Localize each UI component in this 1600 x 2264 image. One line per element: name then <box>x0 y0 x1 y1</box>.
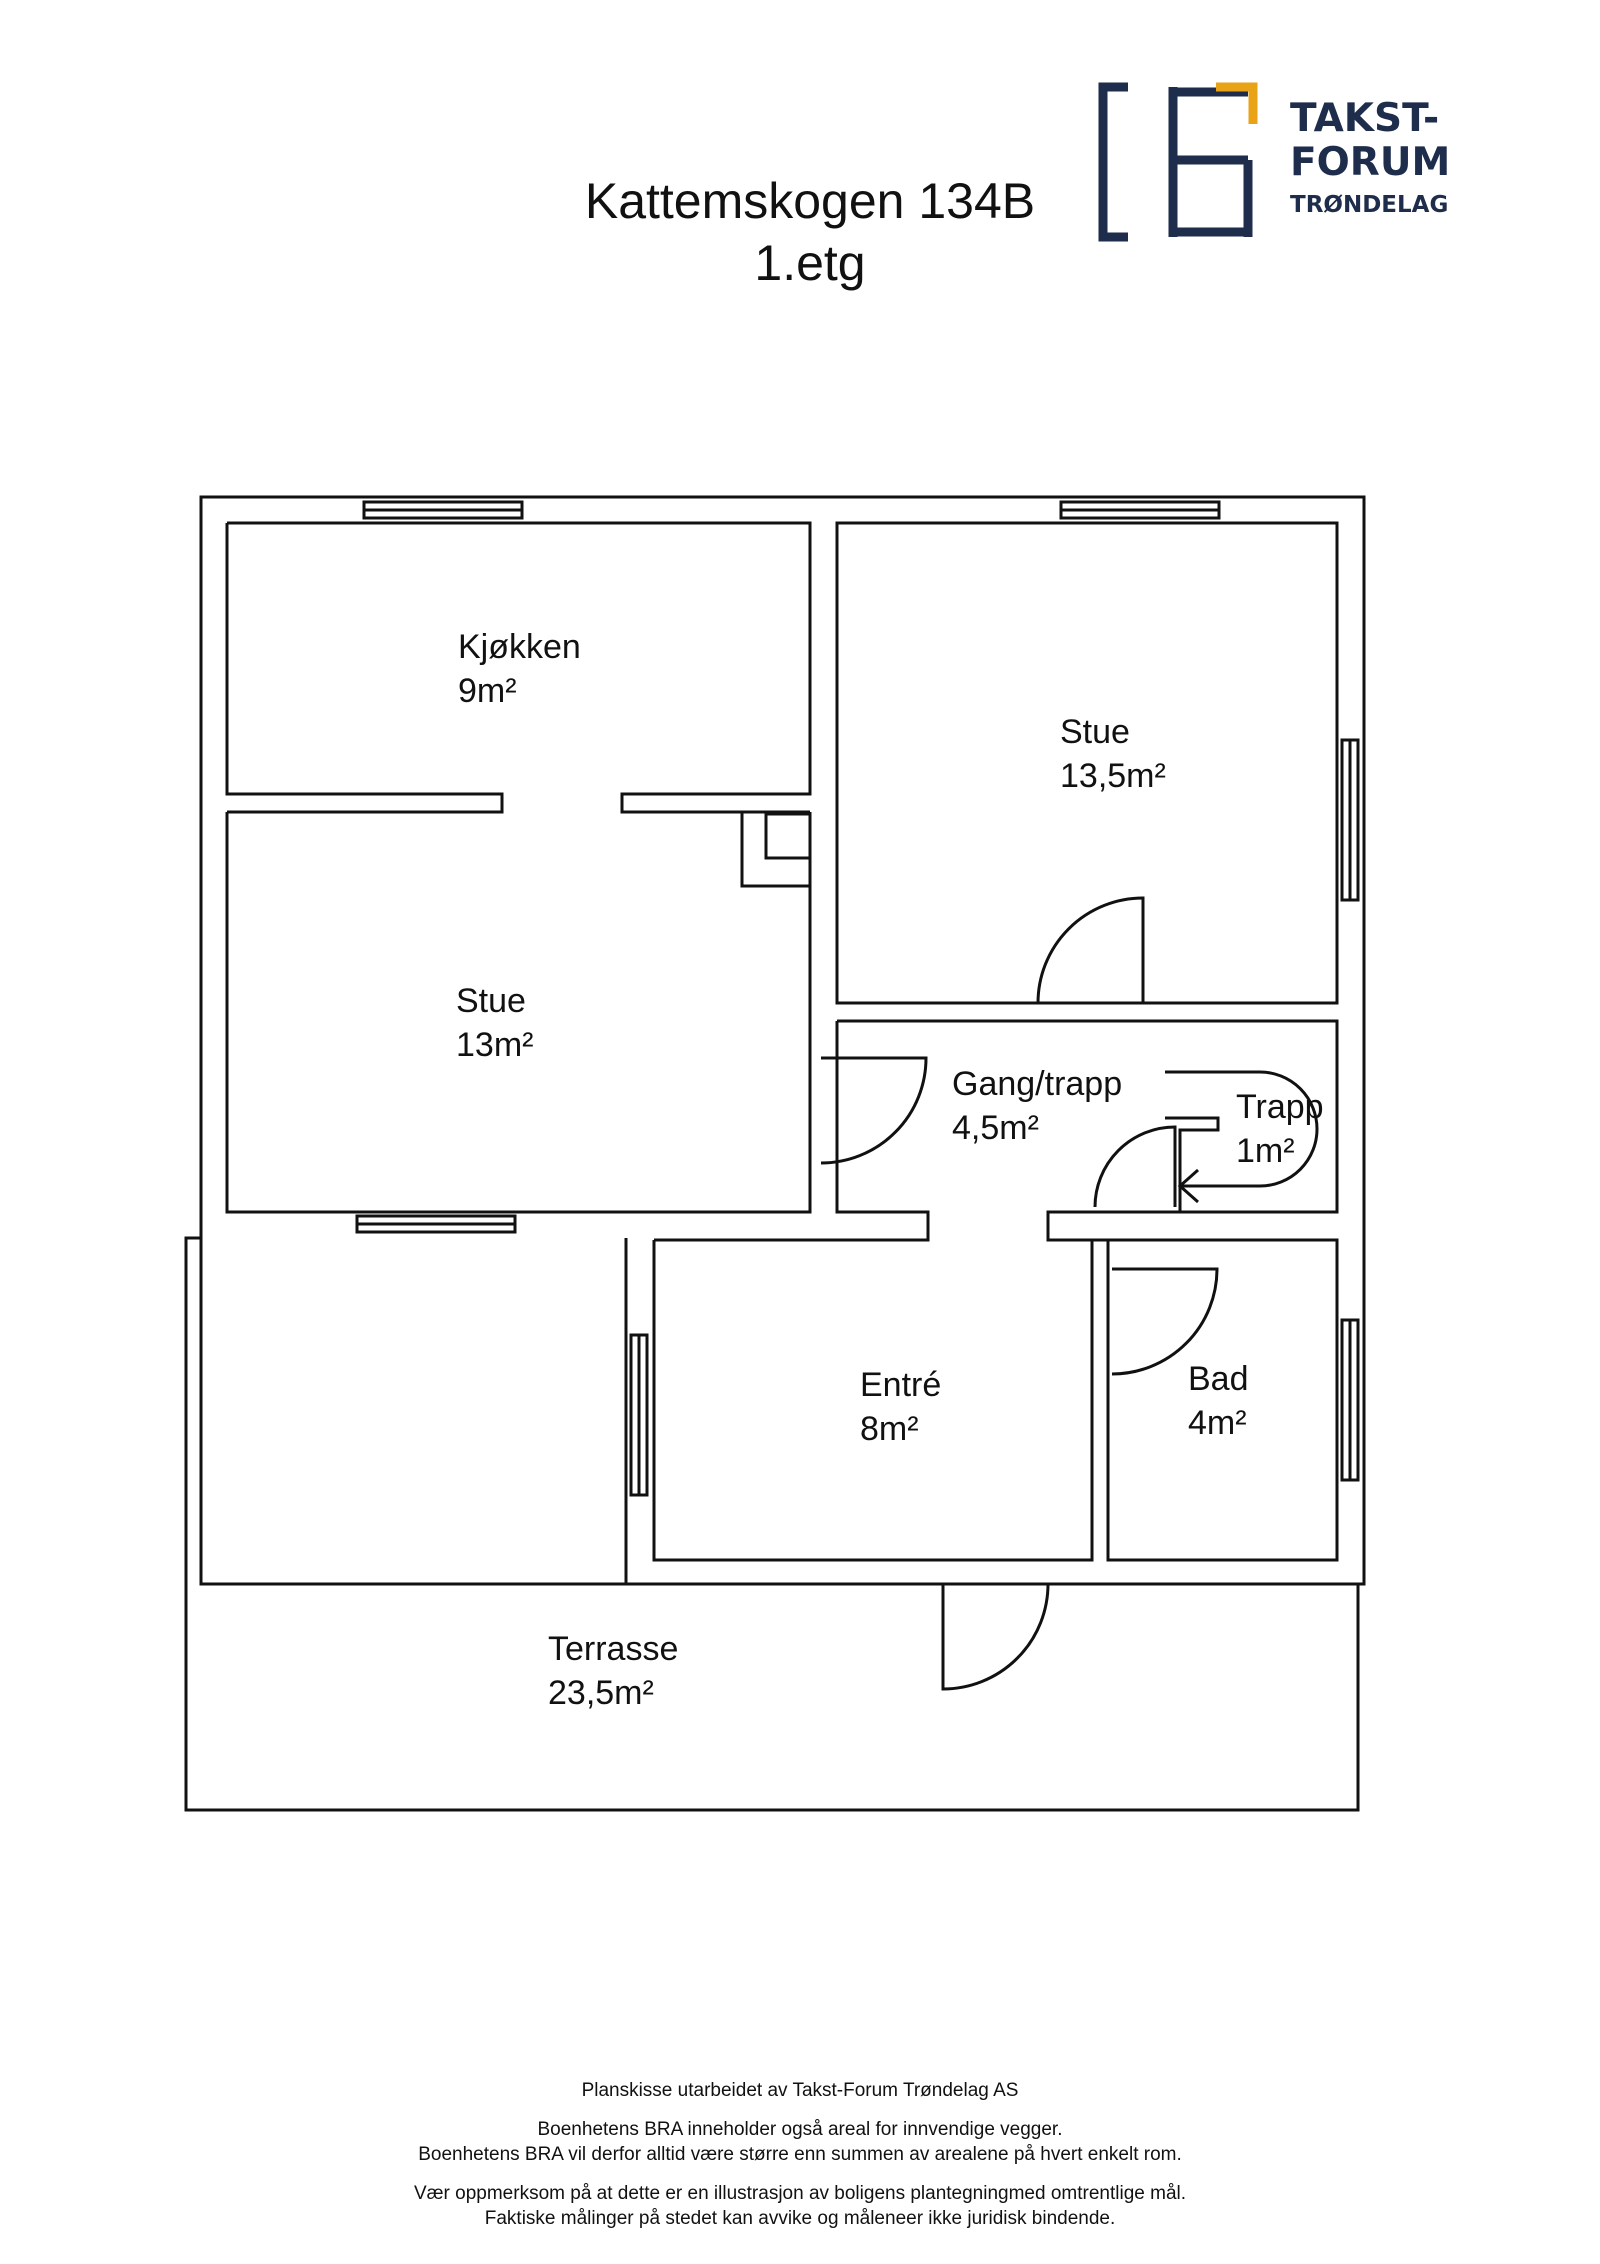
takst-forum-logo: TAKST- FORUM TRØNDELAG <box>1098 82 1478 242</box>
door-stue-west <box>820 1056 928 1165</box>
door-trapp <box>1093 1125 1177 1208</box>
stair-step <box>1165 1116 1220 1212</box>
room-terrasse-name: Terrasse <box>548 1630 678 1668</box>
room-stue-east-name: Stue <box>1060 713 1130 751</box>
entre-wall <box>652 1240 1094 1562</box>
logo-text-line1: TAKST- <box>1290 96 1440 141</box>
stair-arrow <box>1165 1070 1319 1188</box>
room-kjokken-name: Kjøkken <box>458 628 581 666</box>
footer-bra-line1: Boenhetens BRA inneholder også areal for… <box>537 2119 1063 2140</box>
room-stue-east-area: 13,5m² <box>1060 757 1166 795</box>
terrace-outline <box>184 1236 1360 1812</box>
logo-text-line2: FORUM <box>1290 140 1451 185</box>
footer-notes: Planskisse utarbeidet av Takst-Forum Trø… <box>200 2078 1400 2245</box>
room-terrasse-area: 23,5m² <box>548 1674 654 1712</box>
footer-credit: Planskisse utarbeidet av Takst-Forum Trø… <box>581 2080 1019 2101</box>
footer-disclaimer-line1: Vær oppmerksom på at dette er en illustr… <box>413 2183 1187 2204</box>
room-bad-name: Bad <box>1188 1360 1249 1398</box>
outer-wall <box>199 495 1366 1586</box>
room-kjokken-area: 9m² <box>458 672 517 710</box>
room-trapp-area: 1m² <box>1236 1132 1295 1170</box>
bad-wall <box>1106 1238 1339 1562</box>
door-stue-east <box>1036 896 1145 1004</box>
logo-text-line3: TRØNDELAG <box>1290 192 1449 218</box>
footer-disclaimer-line2: Faktiske målinger på stedet kan avvike o… <box>484 2208 1116 2229</box>
room-trapp-name: Trapp <box>1236 1088 1324 1126</box>
stair-arrow-head <box>1177 1168 1199 1204</box>
floor-label: 1.etg <box>754 235 866 291</box>
gang-wall-west <box>654 1021 930 1242</box>
chimney-wall <box>740 812 810 888</box>
footer-bra-note: Boenhetens BRA inneholder også areal for… <box>200 2117 1400 2167</box>
chimney <box>764 812 812 860</box>
page-title: Kattemskogen 134B <box>584 173 1036 229</box>
room-stue-west-name: Stue <box>456 982 526 1020</box>
title-block: Kattemskogen 134B 1.etg <box>500 170 1120 294</box>
door-entrance <box>941 1583 1050 1691</box>
room-stue-west-area: 13m² <box>456 1026 533 1064</box>
stue-east-wall <box>835 521 1339 1005</box>
kjokken-wall-west <box>225 523 504 814</box>
room-entre-name: Entré <box>860 1366 941 1404</box>
room-gang-name: Gang/trapp <box>952 1065 1122 1103</box>
kjokken-wall <box>227 521 812 814</box>
room-bad-area: 4m² <box>1188 1404 1247 1442</box>
room-entre-area: 8m² <box>860 1410 919 1448</box>
room-gang-area: 4,5m² <box>952 1109 1039 1147</box>
logo-mark-icon <box>1098 82 1258 242</box>
door-bad <box>1111 1267 1219 1376</box>
gang-wall <box>837 1019 1339 1242</box>
stue-west-wall <box>225 812 812 1214</box>
footer-bra-line2: Boenhetens BRA vil derfor alltid være st… <box>418 2144 1182 2165</box>
footer-disclaimer: Vær oppmerksom på at dette er en illustr… <box>200 2181 1400 2231</box>
